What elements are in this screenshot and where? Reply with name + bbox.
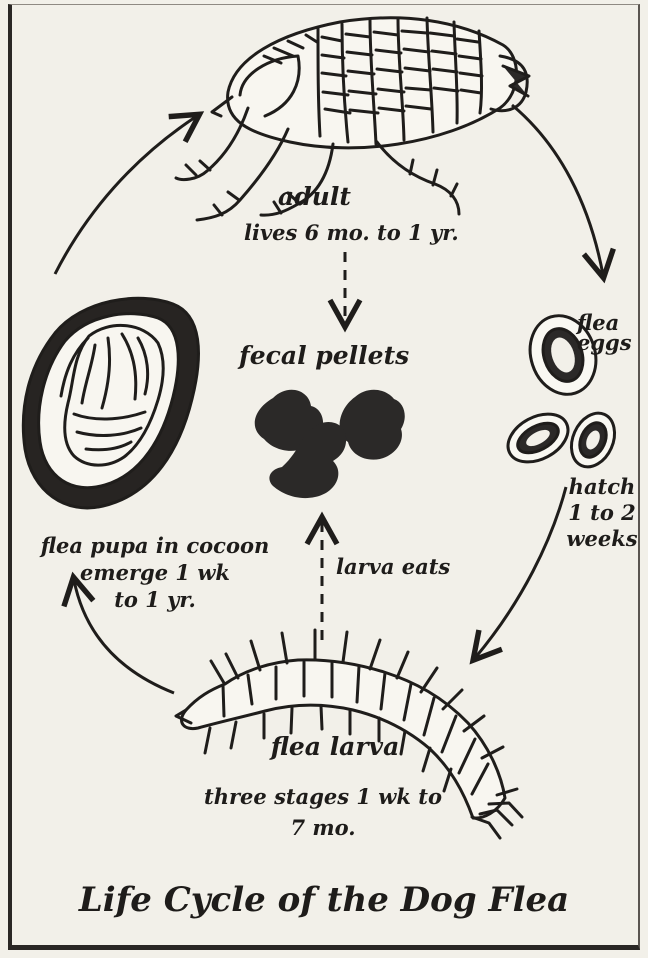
larva-detail-line-1: three stages 1 wk to: [143, 781, 503, 812]
eggs-detail-line-3: weeks: [563, 526, 641, 552]
pupa-detail-line-2: to 1 yr.: [22, 586, 288, 613]
cycle-arrow-pupa-to-adult: [55, 116, 197, 274]
pupa-detail-line-1: emerge 1 wk: [22, 559, 288, 586]
eggs-detail: hatch 1 to 2 weeks: [563, 474, 641, 552]
pupa-cocoon-illustration: [23, 298, 198, 508]
adult-flea-illustration: [176, 18, 529, 220]
adult-detail: lives 6 mo. to 1 yr.: [244, 222, 459, 244]
adult-label: adult: [278, 184, 351, 210]
eggs-detail-line-2: 1 to 2: [563, 500, 641, 526]
fecal-pellets-illustration: [255, 390, 405, 498]
larva-eats-label: larva eats: [336, 556, 450, 578]
diagram-title: Life Cycle of the Dog Flea: [64, 883, 584, 919]
fecal-pellets-label: fecal pellets: [239, 343, 409, 369]
larva-detail: three stages 1 wk to 7 mo.: [143, 781, 503, 843]
larva-label: flea larva: [206, 734, 464, 760]
cycle-arrow-adult-to-eggs: [512, 105, 603, 275]
pupa-label: flea pupa in cocoon: [22, 532, 288, 559]
pupa-label-block: flea pupa in cocoon emerge 1 wk to 1 yr.: [22, 532, 288, 613]
eggs-detail-line-1: hatch: [563, 474, 641, 500]
larva-detail-line-2: 7 mo.: [143, 812, 503, 843]
cycle-arrow-eggs-to-larva: [475, 487, 566, 658]
eggs-label: flea eggs: [577, 313, 637, 353]
